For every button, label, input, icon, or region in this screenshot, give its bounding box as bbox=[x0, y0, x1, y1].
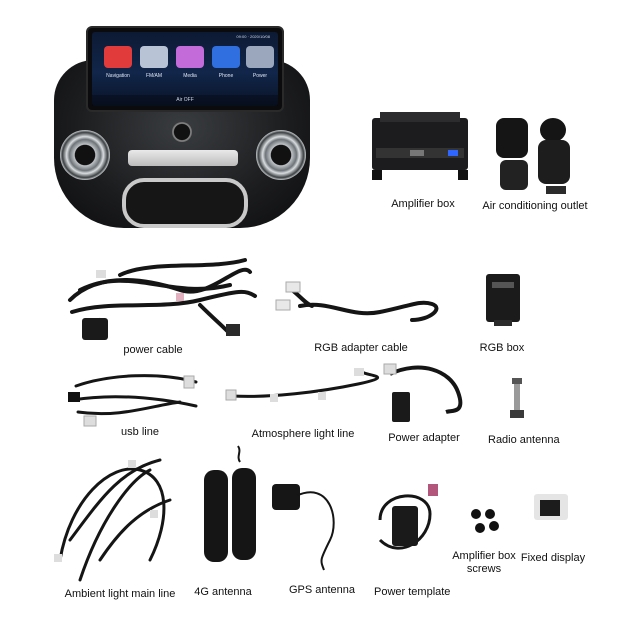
rgb-box-image bbox=[486, 274, 520, 326]
gps-antenna-image bbox=[272, 484, 335, 571]
power-adapter-image bbox=[383, 363, 463, 422]
app-phone: Phone bbox=[208, 46, 244, 86]
label-amplifier-box: Amplifier box bbox=[391, 198, 455, 210]
label-power-cable: power cable bbox=[123, 344, 183, 356]
power-template-image bbox=[378, 484, 438, 550]
screen-bottom-bar: Air OFF bbox=[92, 95, 278, 106]
app-media: Media bbox=[172, 46, 208, 86]
label-power-adapter: Power adapter bbox=[388, 432, 460, 444]
label-rgb-adapter-cable: RGB adapter cable bbox=[314, 342, 408, 354]
navigation-icon bbox=[104, 46, 132, 68]
phone-icon bbox=[212, 46, 240, 68]
label-ambient-light-main-line: Ambient light main line bbox=[64, 588, 176, 600]
head-unit-screen: 09:00 · 2020/10/08 Navigation FM/AM Medi… bbox=[86, 26, 284, 112]
ambient-light-main-line-image bbox=[58, 458, 172, 582]
label-gps-antenna: GPS antenna bbox=[288, 584, 356, 596]
app-fm-am: FM/AM bbox=[136, 46, 172, 86]
label-amplifier-screws: Amplifier box screws bbox=[452, 550, 516, 575]
power-cable-plug bbox=[82, 318, 108, 340]
analog-clock bbox=[172, 122, 192, 142]
label-power-template: Power template bbox=[374, 586, 451, 598]
label-rgb-box: RGB box bbox=[479, 342, 525, 354]
label-usb-line: usb line bbox=[121, 426, 159, 438]
label-radio-antenna: Radio antenna bbox=[488, 434, 560, 446]
climate-panel bbox=[128, 150, 238, 166]
label-fixed-display: Fixed display bbox=[520, 552, 586, 564]
usb-line-image bbox=[70, 374, 198, 416]
car-icon bbox=[246, 46, 274, 68]
status-time: 09:00 · 2020/10/08 bbox=[236, 34, 270, 39]
lower-trim-frame bbox=[122, 178, 248, 228]
air-vent-left bbox=[60, 130, 110, 180]
app-navigation: Navigation bbox=[100, 46, 136, 86]
music-icon bbox=[176, 46, 204, 68]
label-atmosphere-light-line: Atmosphere light line bbox=[251, 428, 355, 440]
air-outlet-image bbox=[496, 118, 570, 194]
atmosphere-light-line-image bbox=[230, 370, 379, 398]
label-4g-antenna: 4G antenna bbox=[194, 586, 252, 598]
rgb-adapter-cable-image bbox=[290, 288, 439, 322]
fixed-display-image bbox=[534, 494, 568, 520]
radio-antenna-image bbox=[510, 378, 524, 418]
air-vent-right bbox=[256, 130, 306, 180]
radio-icon bbox=[140, 46, 168, 68]
app-power: Power bbox=[242, 46, 278, 86]
label-air-outlet: Air conditioning outlet bbox=[482, 200, 588, 212]
4g-antenna-image bbox=[204, 445, 256, 562]
amplifier-box-image bbox=[372, 112, 468, 180]
amplifier-screws-image bbox=[471, 509, 499, 533]
